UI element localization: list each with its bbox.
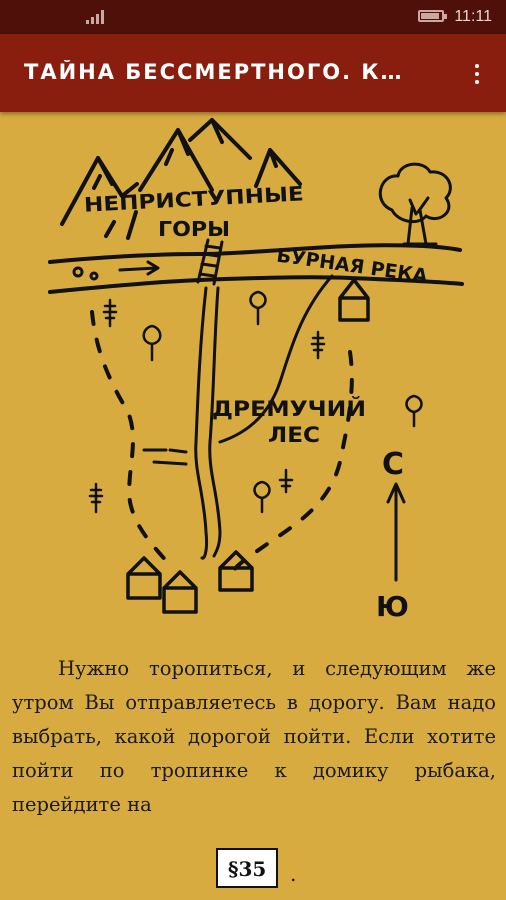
river-drawing: [48, 243, 464, 294]
status-time: 11:11: [454, 8, 492, 25]
link-row: §35 .: [216, 848, 296, 892]
south-label: Ю: [376, 590, 409, 623]
bridge-drawing: [196, 238, 224, 286]
forest-label-line2: ЛЕС: [268, 423, 320, 447]
compass-arrow-icon: [386, 482, 406, 582]
mountains-drawing: [60, 118, 302, 240]
map-illustration: НЕПРИСТУПНЫЕ ГОРЫ БУРНАЯ РЕКА ДРЕМУЧИЙ Л…: [48, 118, 464, 623]
app-title: ТАЙНА БЕССМЕРТНОГО. К…: [24, 60, 404, 84]
status-bar: 11:11: [0, 0, 506, 34]
story-text: Нужно торопиться, и следующим же утром В…: [12, 657, 496, 816]
link-trailing-punct: .: [290, 862, 297, 886]
mountains-label-line2: ГОРЫ: [158, 217, 230, 241]
battery-level: [421, 13, 439, 19]
oak-tree-drawing: [378, 162, 452, 246]
forest-path-drawing: [218, 274, 334, 444]
more-vert-icon[interactable]: [470, 62, 484, 86]
forest-label-line1: ДРЕМУЧИЙ: [212, 396, 366, 421]
trails-drawing: [90, 310, 354, 572]
story-paragraph: Нужно торопиться, и следующим же утром В…: [12, 652, 496, 822]
stream-drawing: [194, 286, 222, 560]
houses-drawing: [126, 278, 370, 614]
signal-icon: [86, 10, 104, 24]
section-link-button[interactable]: §35: [216, 848, 279, 888]
app-bar: ТАЙНА БЕССМЕРТНОГО. К…: [0, 34, 506, 112]
north-label: С: [382, 447, 404, 482]
trees-drawing: [88, 290, 423, 514]
battery-icon: [418, 10, 447, 22]
